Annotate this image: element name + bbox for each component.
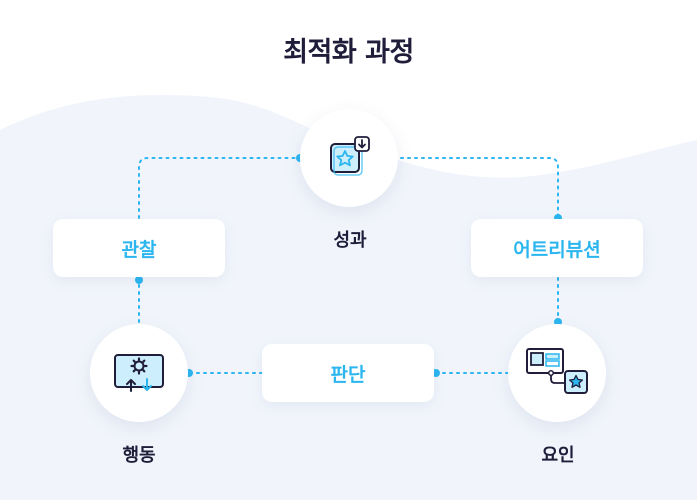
connector-observation-to-performance [138,157,301,219]
connector-dot [135,276,143,284]
step-attribution: 어트리뷰션 [471,219,643,277]
star-box-download-icon [330,136,370,176]
action-node [90,324,188,422]
connector-performance-to-attribution [400,157,559,219]
factor-label: 요인 [541,445,575,466]
media-card-star-icon [526,348,588,394]
step-judgment: 판단 [262,344,434,402]
performance-node [300,109,398,207]
action-label: 행동 [122,445,156,466]
factor-node [508,324,606,422]
monitor-gear-icon [114,354,164,392]
page-title: 최적화 과정 [283,37,414,68]
step-observation: 관찰 [53,219,225,277]
performance-label: 성과 [333,230,367,251]
connector-dot [432,369,440,377]
